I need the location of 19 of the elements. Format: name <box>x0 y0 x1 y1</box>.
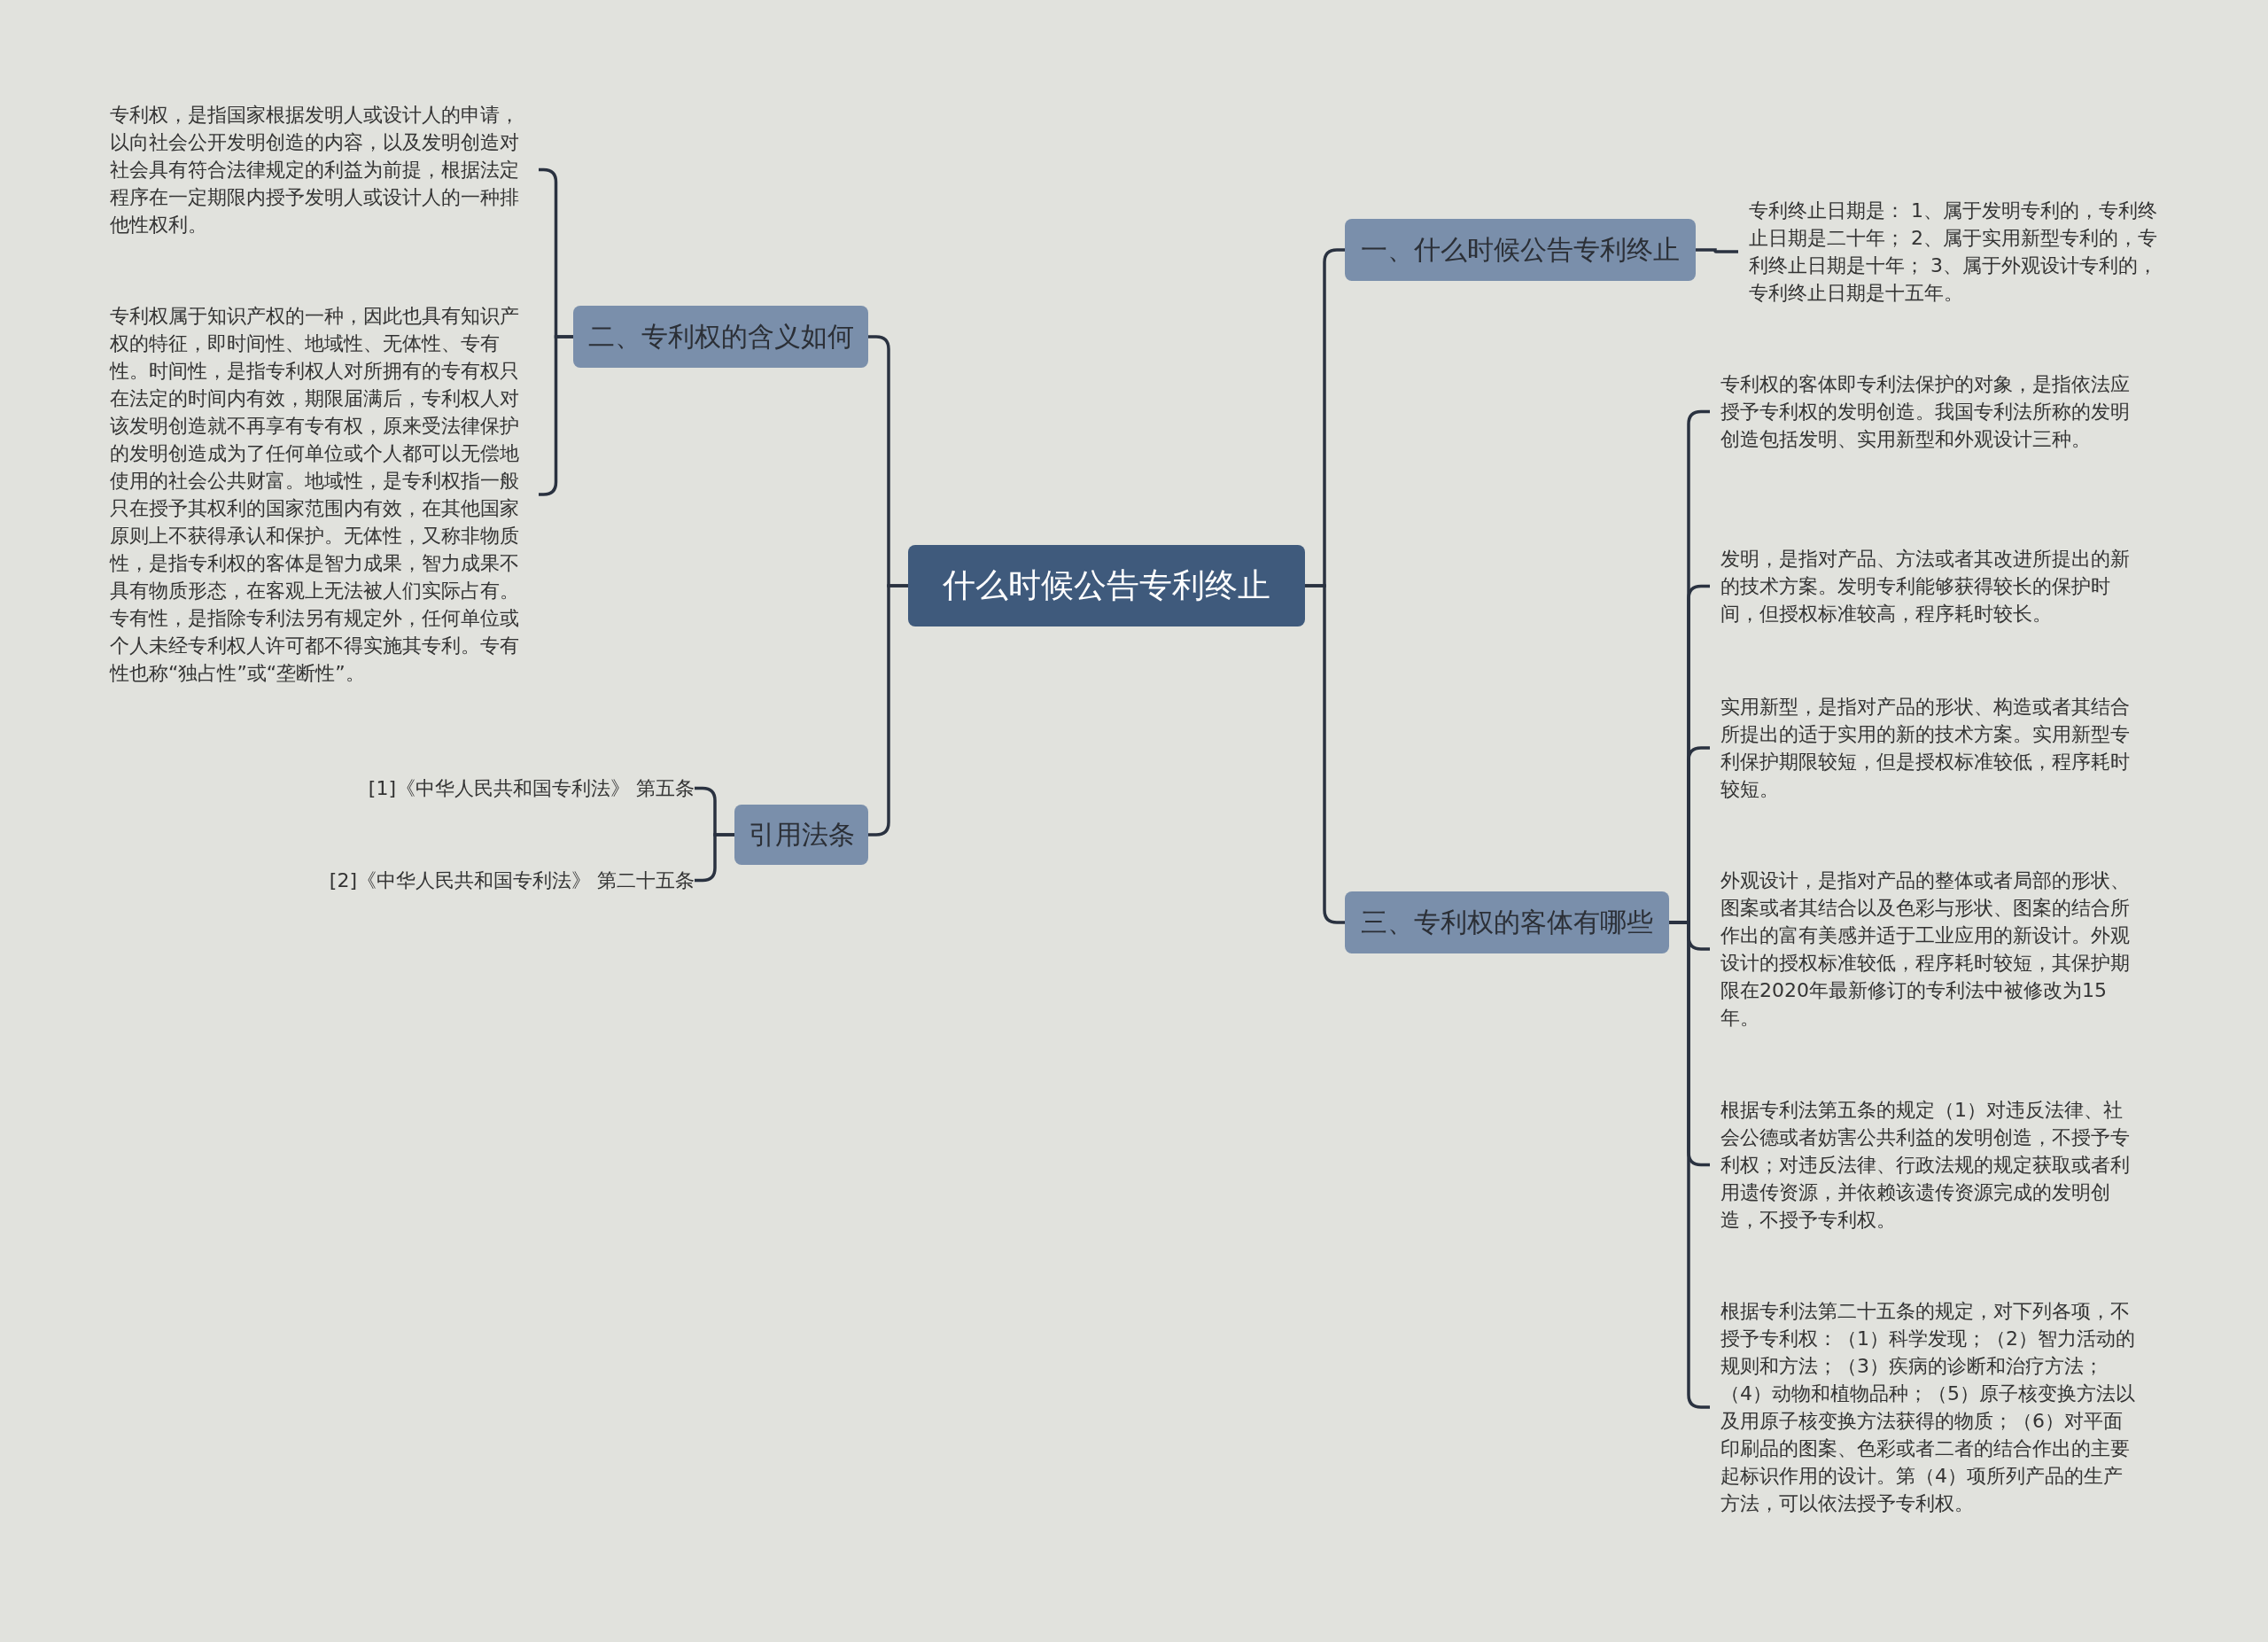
topic-box: 三、专利权的客体有哪些 <box>1345 891 1669 953</box>
connector-line <box>1305 584 1345 924</box>
topic-box: 二、专利权的含义如何 <box>573 306 868 368</box>
note-text: 外观设计，是指对产品的整体或者局部的形状、图案或者其结合以及色彩与形状、图案的结合所作出的富有美感并适于工业应用的新设计。外观设计的授权标准较低，程序耗时较短，其保护期限在2020年最新修订的专利法中被修改为15年。 <box>1710 867 2146 1031</box>
topic-box: 一、什么时候公告专利终止 <box>1345 219 1696 281</box>
reference-text: [2]《中华人民共和国专利法》 第二十五条 <box>266 867 695 894</box>
note-text: 实用新型，是指对产品的形状、构造或者其结合所提出的适于实用的新的技术方案。实用新型专利保护期限较短，但是授权标准较低，程序耗时较短。 <box>1710 693 2146 803</box>
central-topic-box: 什么时候公告专利终止 <box>908 545 1305 626</box>
note-text: 发明，是指对产品、方法或者其改进所提出的新的技术方案。发明专利能够获得较长的保护时间，但授权标准较高，程序耗时较长。 <box>1710 545 2146 627</box>
note-text: 专利权的客体即专利法保护的对象，是指依法应授予专利权的发明创造。我国专利法所称的发明创造包括发明、实用新型和外观设计三种。 <box>1710 370 2146 453</box>
connector-line <box>868 584 908 837</box>
note-text: 根据专利法第二十五条的规定，对下列各项，不授予专利权：（1）科学发现；（2）智力活动的规则和方法；（3）疾病的诊断和治疗方法；（4）动物和植物品种；（5）原子核变换方法以及用原子核变换方法获得的物质；（6）对平面印刷品的图案、色彩或者二者的结合作出的主要起标识作用的设计。第（4）项所列产品的生产方法，可以依法授予专利权。 <box>1710 1297 2146 1517</box>
reference-text: [1]《中华人民共和国专利法》 第五条 <box>266 774 695 802</box>
note-text: 专利权属于知识产权的一种，因此也具有知识产权的特征，即时间性、地域性、无体性、专有性。时间性，是指专利权人对所拥有的专有权只在法定的时间内有效，期限届满后，专利权人对该发明创造就不再享有专有权，原来受法律保护的发明创造成为了任何单位或个人都可以无偿地使用的社会公共财富。地域性，是专利权指一般只在授予其权利的国家范围内有效，在其他国家原则上不获得承认和保护。无体性，又称非物质性，是指专利权的客体是智力成果，智力成果不具有物质形态，在客观上无法被人们实际占有。专有性，是指除专利法另有规定外，任何单位或个人未经专利权人许可都不得实施其专利。专有性也称“独占性”或“垄断性”。 <box>99 302 539 687</box>
note-text: 根据专利法第五条的规定（1）对违反法律、社会公德或者妨害公共利益的发明创造，不授予专利权；对违反法律、行政法规的规定获取或者利用遗传资源，并依赖该遗传资源完成的发明创造，不授予专利权。 <box>1710 1096 2146 1233</box>
note-text: 专利权，是指国家根据发明人或设计人的申请，以向社会公开发明创造的内容，以及发明创造对社会具有符合法律规定的利益为前提，根据法定程序在一定期限内授予发明人或设计人的一种排他性权利。 <box>99 101 539 238</box>
note-text: 专利终止日期是： 1、属于发明专利的，专利终止日期是二十年； 2、属于实用新型专利的，专利终止日期是十年； 3、属于外观设计专利的，专利终止日期是十五年。 <box>1738 197 2174 307</box>
topic-box: 引用法条 <box>734 805 868 865</box>
connector-line <box>1696 248 1738 253</box>
